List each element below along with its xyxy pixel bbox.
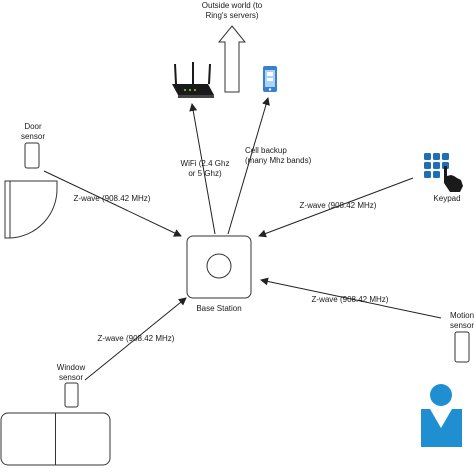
- wifi-label-line1: WiFi (2.4 Ghz: [181, 159, 230, 168]
- zwave-keypad-label: Z-wave (908.42 MHz): [300, 201, 377, 210]
- base-station-icon: [186, 235, 252, 299]
- motion-link-arrow: [260, 277, 442, 319]
- zwave-window-label: Z-wave (908.42 MHz): [98, 334, 175, 343]
- window-link-arrow: [84, 297, 187, 381]
- keypad-icon: [424, 153, 463, 192]
- cell-phone-icon: [263, 66, 277, 92]
- wifi-link-arrow: [189, 103, 216, 235]
- door-icon: [4, 180, 58, 239]
- outside-world-label-line2: Ring's servers): [205, 11, 258, 20]
- outside-world-label-line1: Outside world (to: [202, 1, 263, 10]
- door-sensor-label-line1: Door: [24, 122, 42, 131]
- keypad-label: Keypad: [433, 194, 460, 203]
- window-sensor-device: [64, 382, 79, 408]
- zwave-door-label: Z-wave (908.42 MHz): [74, 194, 151, 203]
- cell-link-arrow: [227, 97, 270, 235]
- person-icon: [421, 384, 462, 447]
- wifi-router-icon: [172, 62, 214, 98]
- door-sensor-label-line2: sensor: [21, 132, 45, 141]
- door-link-arrow: [43, 170, 182, 237]
- cell-label-line2: (many Mhz bands): [245, 156, 312, 165]
- wifi-label-line2: or 5 Ghz): [188, 169, 222, 178]
- zwave-motion-label: Z-wave (908.42 MHz): [312, 295, 389, 304]
- keypad-link-arrow: [258, 177, 414, 238]
- motion-sensor-label-line1: Motion: [450, 311, 474, 320]
- motion-sensor-device: [454, 331, 470, 363]
- upload-arrow-icon: [217, 25, 247, 93]
- window-sensor-label-line2: sensor: [59, 373, 83, 382]
- cell-label-line1: Cell backup: [245, 146, 287, 155]
- base-station-label: Base Station: [196, 304, 241, 313]
- motion-sensor-label-line2: sensor: [450, 321, 474, 330]
- door-sensor-device: [24, 142, 40, 169]
- window-icon: [0, 412, 111, 466]
- window-sensor-label-line1: Window: [57, 363, 86, 372]
